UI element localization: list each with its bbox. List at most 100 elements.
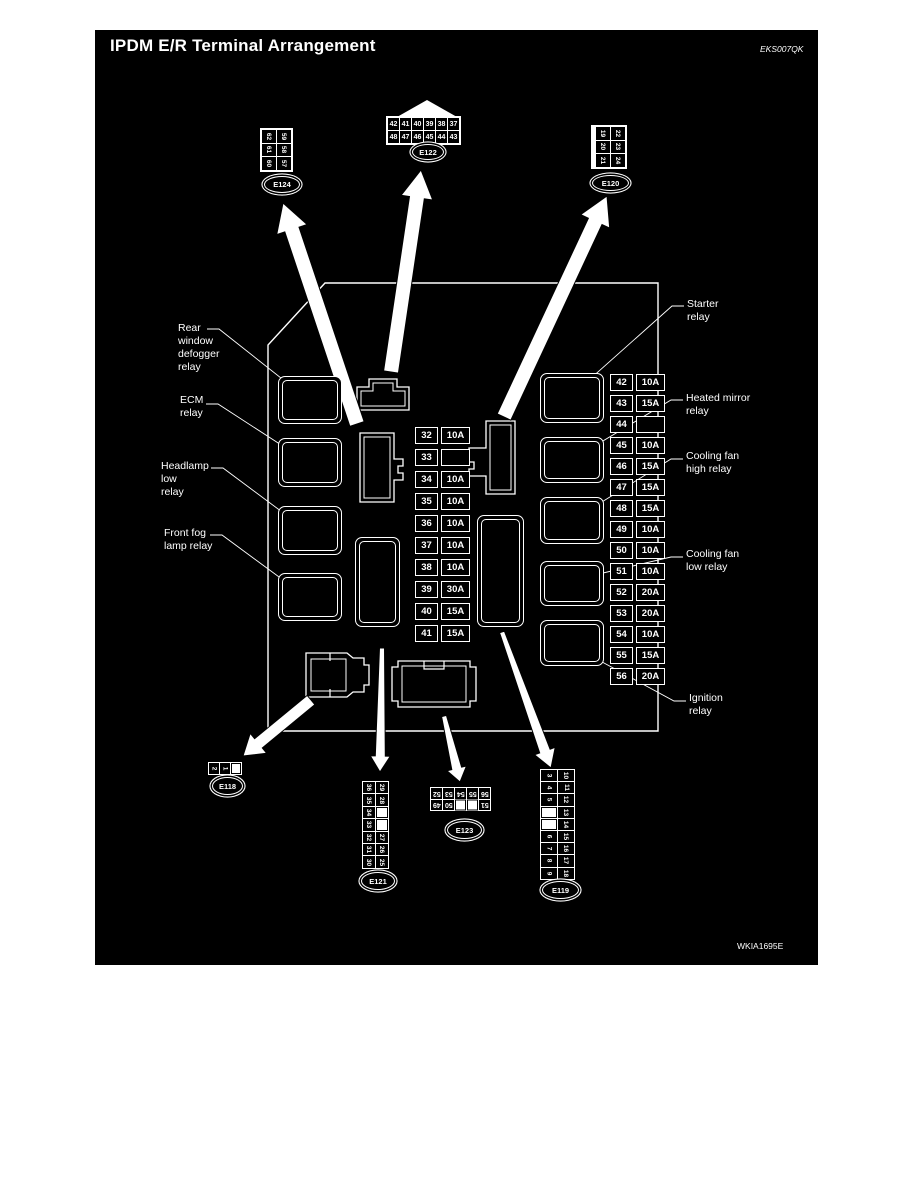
label-headlamp-low-relay: Headlamp low relay [161,460,209,498]
fuse-rating: 15A [441,603,470,620]
terminal-cell: 20 [596,140,610,154]
label-cooling-fan-high-relay: Cooling fan high relay [686,450,740,475]
fuse-rating: 20A [636,584,665,601]
terminal-cell: 58 [277,143,291,157]
terminal-cell: 57 [277,157,291,170]
fuse-rating: 10A [441,493,470,510]
fuse-number: 38 [415,559,438,576]
fuse-number: 47 [610,479,633,496]
fuse-row: 42 10A [610,374,665,391]
fuse-rating: 15A [636,647,665,664]
fuse-rating: 15A [636,458,665,475]
fuse-number: 41 [415,625,438,642]
fuse-rating: 10A [636,374,665,391]
terminal-cell: 49 [431,799,442,810]
terminal-cell: 48 [388,131,399,143]
fuse-row: 56 20A [610,668,665,685]
terminal-cell: 37 [448,118,459,130]
fuse-rating: 10A [636,563,665,580]
terminal-cell [376,819,388,831]
terminal-cell [376,806,388,819]
terminal-cell: 13 [558,806,574,818]
terminal-cell: 51 [479,799,490,810]
terminal-cell: 31 [363,843,375,856]
fuse-number: 42 [610,374,633,391]
terminal-cell: 43 [448,131,459,143]
terminal-cell: 47 [400,131,411,143]
terminal-cell: 29 [376,782,388,794]
fuse-rating: 10A [441,515,470,532]
terminal-cell: 9 [541,867,557,879]
fuse-number: 50 [610,542,633,559]
terminal-cell: 61 [262,143,276,157]
fuse-row: 51 10A [610,563,665,580]
terminal-cell: 50 [443,799,454,810]
terminal-cell: 22 [611,127,625,140]
terminal-cell: 3 [541,770,557,782]
terminal-cell [541,818,557,830]
fuse-row: 40 15A [415,603,470,620]
fuse-rating [441,449,470,466]
relay-front-fog [278,573,342,621]
connector-label-e123: E123 [447,821,482,839]
terminal-cell: 30 [363,856,375,868]
fuse-number: 37 [415,537,438,554]
connector-label-e124: E124 [264,176,300,193]
terminal-cell: 4 [541,782,557,794]
fuse-row: 34 10A [415,471,470,488]
terminal-cell [455,799,466,810]
label-front-fog-relay: Front fog lamp relay [164,527,213,552]
terminal-cell: 32 [363,831,375,843]
fuse-number: 44 [610,416,633,433]
terminal-cell: 33 [363,819,375,831]
terminal-cell: 52 [431,788,442,799]
fuse-number: 32 [415,427,438,444]
fuse-rating: 10A [441,559,470,576]
label-ignition-relay: Ignition relay [689,692,723,717]
fuse-number: 53 [610,605,633,622]
terminal-cell: 24 [611,154,625,167]
terminal-cell: 55 [467,788,478,799]
fuse-row: 55 15A [610,647,665,664]
fuse-row: 52 20A [610,584,665,601]
fuse-table-right: 42 10A 43 15A 44 45 10A 46 15A [610,374,665,685]
label-starter-relay: Starter relay [687,298,719,323]
relay-headlamp-low [278,506,342,555]
terminal-cell: 28 [376,794,388,806]
terminal-cell: 54 [455,788,466,799]
fuse-row: 38 10A [415,559,470,576]
fuse-number: 46 [610,458,633,475]
fuse-number: 35 [415,493,438,510]
relay-ignition [540,620,604,666]
fuse-number: 34 [415,471,438,488]
fuse-number: 36 [415,515,438,532]
connector-label-e119: E119 [542,881,579,899]
terminal-cell: 15 [558,830,574,843]
fuse-row: 39 30A [415,581,470,598]
terminal-cell: 59 [277,130,291,143]
terminal-cell: 41 [400,118,411,130]
terminal-cell: 25 [376,856,388,868]
terminal-cell: 35 [363,794,375,806]
fuse-number: 51 [610,563,633,580]
label-rear-defogger-relay: Rear window defogger relay [178,322,220,373]
fuse-table-center: 32 10A 33 34 10A 35 10A 36 10A [415,427,470,642]
fuse-rating: 15A [636,500,665,517]
fuse-number: 43 [610,395,633,412]
terminal-cell: 21 [596,154,610,167]
terminal-cell: 8 [541,855,557,867]
fuse-rating: 10A [636,521,665,538]
fuse-row: 35 10A [415,493,470,510]
terminal-cell: 26 [376,843,388,856]
fuse-row: 33 [415,449,470,466]
fuse-number: 56 [610,668,633,685]
fuse-number: 45 [610,437,633,454]
fuse-rating: 15A [441,625,470,642]
terminal-cell: 10 [558,770,574,782]
fuse-row: 46 15A [610,458,665,475]
fuse-rating: 10A [636,437,665,454]
terminal-cell: 7 [541,843,557,855]
